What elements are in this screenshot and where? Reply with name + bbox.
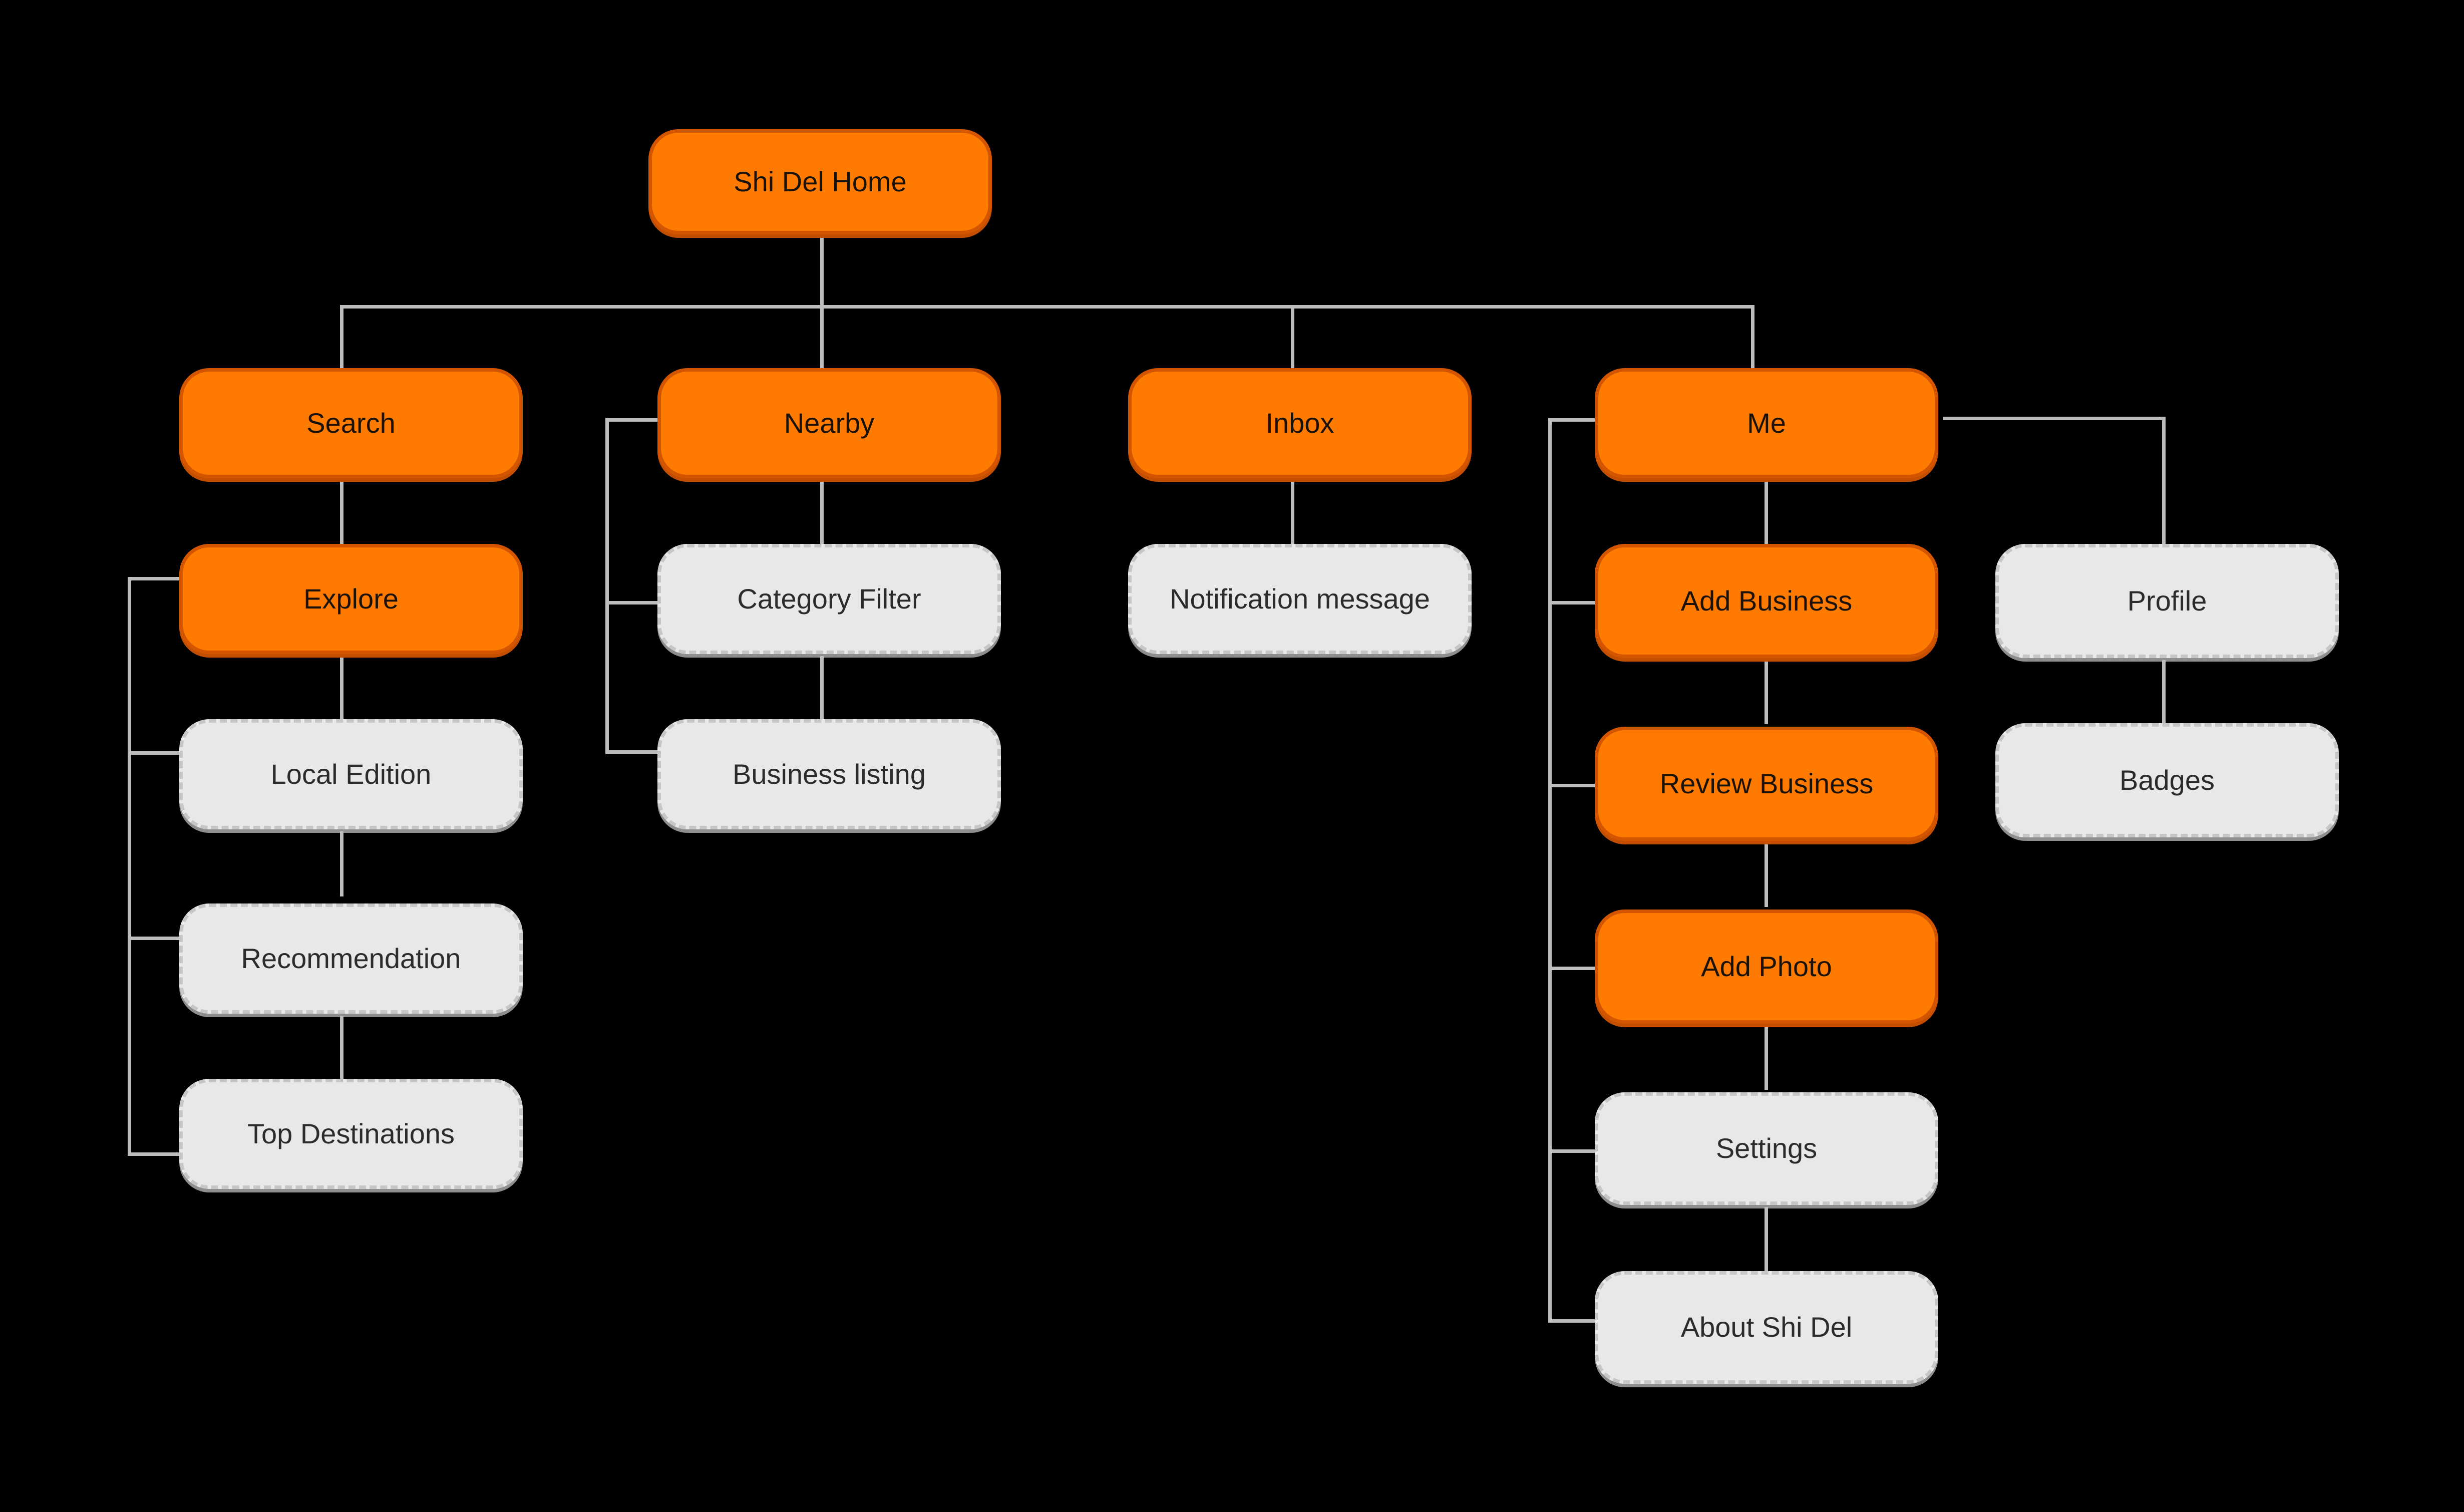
node-notification-message[interactable]: Notification message <box>1128 544 1472 654</box>
node-add-business[interactable]: Add Business <box>1595 544 1938 658</box>
connector-main-bus <box>341 305 1754 309</box>
node-profile[interactable]: Profile <box>1995 544 2339 658</box>
connector-search-branch-spine <box>128 577 131 1156</box>
connector-review-business-add-photo <box>1765 843 1768 907</box>
connector-category-filter-business-listing <box>820 656 824 721</box>
connector-nearby-branch-spine <box>605 418 609 754</box>
connector-nearby-stub-top <box>605 418 660 422</box>
connector-add-business-review-business <box>1765 660 1768 724</box>
node-me[interactable]: Me <box>1595 368 1938 478</box>
connector-search-explore <box>340 480 343 544</box>
connector-nearby-category-filter <box>820 480 824 544</box>
node-add-photo[interactable]: Add Photo <box>1595 910 1938 1024</box>
node-about-shi-del[interactable]: About Shi Del <box>1595 1271 1938 1384</box>
connector-bus-drop-search <box>340 305 343 369</box>
connector-search-stub-recommendation <box>128 937 183 940</box>
node-shi-del-home[interactable]: Shi Del Home <box>648 129 992 234</box>
connector-nearby-stub-category-filter <box>605 601 660 604</box>
connector-search-stub-top-destinations <box>128 1152 183 1156</box>
connector-me-stub-top <box>1548 418 1603 422</box>
connector-search-stub-explore <box>128 577 183 580</box>
node-explore[interactable]: Explore <box>179 544 523 654</box>
node-local-edition[interactable]: Local Edition <box>179 719 523 829</box>
connector-add-photo-settings <box>1765 1026 1768 1090</box>
connector-settings-about-shi-del <box>1765 1207 1768 1271</box>
node-top-destinations[interactable]: Top Destinations <box>179 1079 523 1189</box>
node-review-business[interactable]: Review Business <box>1595 727 1938 841</box>
node-inbox[interactable]: Inbox <box>1128 368 1472 478</box>
node-search[interactable]: Search <box>179 368 523 478</box>
node-nearby[interactable]: Nearby <box>657 368 1001 478</box>
connector-inbox-notification <box>1291 480 1294 544</box>
connector-profile-badges <box>2162 660 2166 725</box>
connector-me-profile-drop <box>2162 417 2166 544</box>
connector-me-stub-about-shi-del <box>1548 1319 1603 1323</box>
node-settings[interactable]: Settings <box>1595 1092 1938 1205</box>
connector-me-stub-add-photo <box>1548 967 1603 970</box>
connector-me-stub-add-business <box>1548 601 1603 604</box>
connector-root-stem <box>820 233 824 308</box>
connector-bus-drop-inbox <box>1291 305 1294 369</box>
connector-me-stub-review-business <box>1548 784 1603 787</box>
node-recommendation[interactable]: Recommendation <box>179 903 523 1014</box>
node-business-listing[interactable]: Business listing <box>657 719 1001 829</box>
connector-bus-drop-me <box>1751 305 1754 369</box>
connector-me-add-business <box>1765 480 1768 544</box>
connector-bus-drop-nearby <box>820 305 824 369</box>
connector-me-stub-settings <box>1548 1149 1603 1153</box>
node-badges[interactable]: Badges <box>1995 723 2339 837</box>
connector-nearby-stub-business-listing <box>605 750 660 754</box>
connector-me-profile-horizontal <box>1943 417 2166 420</box>
connector-search-stub-local-edition <box>128 751 183 755</box>
connector-explore-local-edition <box>340 656 343 721</box>
node-category-filter[interactable]: Category Filter <box>657 544 1001 654</box>
connector-recommendation-top-destinations <box>340 1016 343 1081</box>
connector-me-branch-spine <box>1548 418 1552 1323</box>
connector-local-edition-recommendation <box>340 831 343 896</box>
